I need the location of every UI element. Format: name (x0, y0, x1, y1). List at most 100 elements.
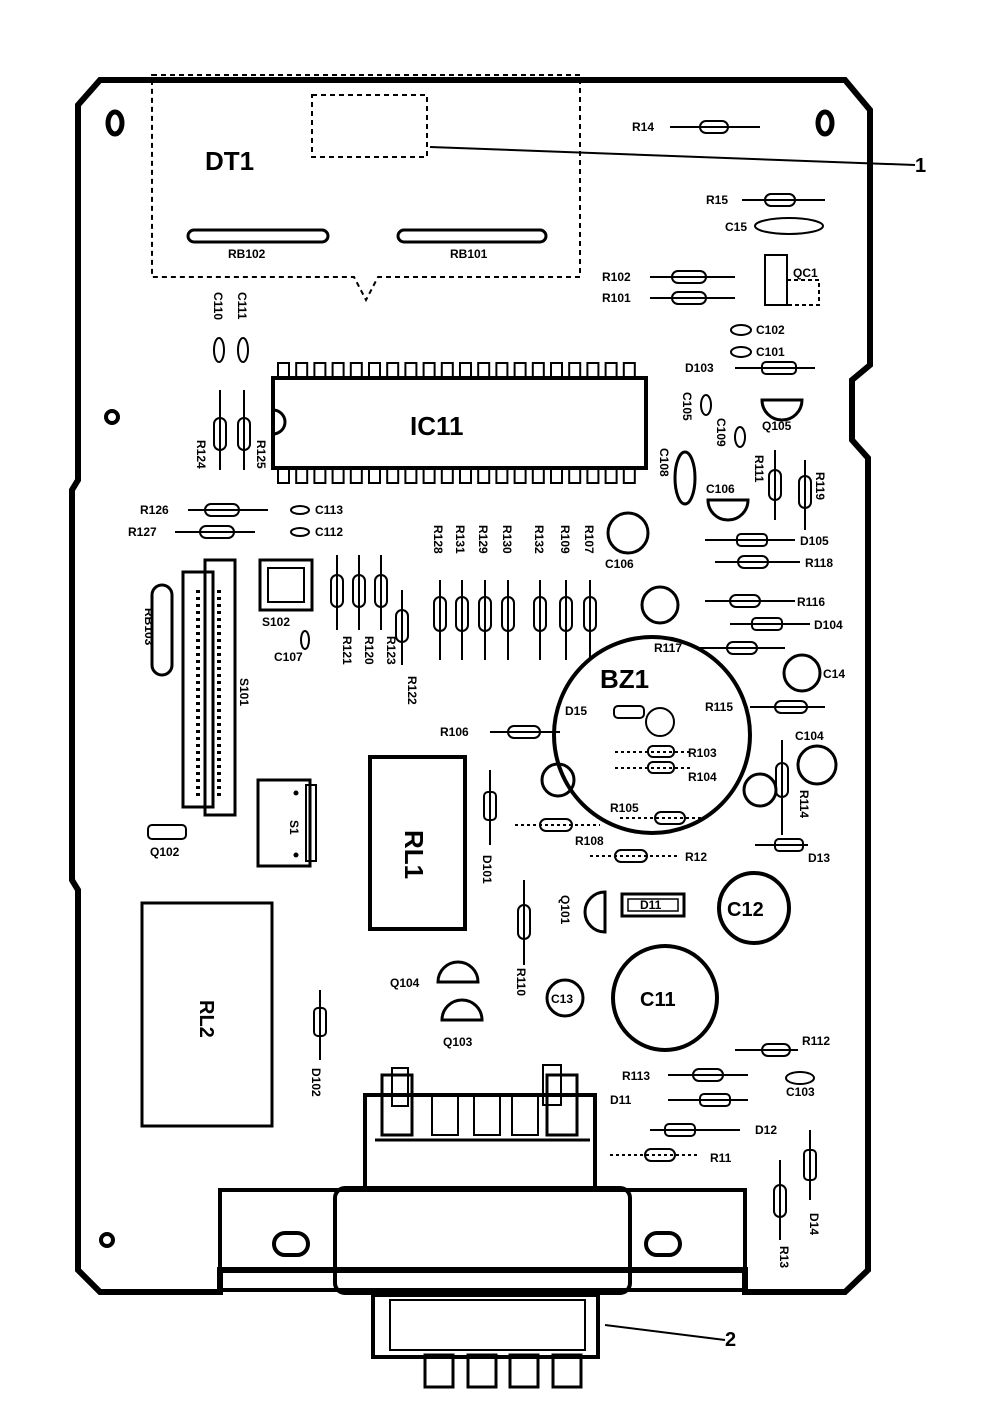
label-r113: R113 (622, 1069, 650, 1083)
label-r106: R106 (440, 725, 469, 739)
label-r128: R128 (431, 525, 445, 554)
resistor-body (374, 574, 388, 608)
resistor-body (478, 596, 492, 632)
label-r122: R122 (405, 676, 419, 705)
label-d104: D104 (814, 618, 843, 632)
label-c13: C13 (551, 992, 573, 1006)
resistor-body (501, 596, 515, 632)
ic-pin (495, 362, 509, 378)
label-d12: D12 (755, 1123, 777, 1137)
label-r111: R111 (752, 455, 766, 483)
ic-pin (531, 468, 545, 484)
label-d103: D103 (685, 361, 714, 375)
mount-hole (99, 1232, 115, 1248)
label-c15: C15 (725, 220, 747, 234)
dt1-outline (151, 74, 581, 303)
ic-pin (277, 468, 290, 484)
label-c101: C101 (756, 345, 785, 359)
ic-pin (313, 362, 327, 378)
transformer (218, 1064, 747, 1389)
label-d15: D15 (565, 704, 587, 718)
label-r118: R118 (805, 556, 833, 570)
resistor-body (433, 596, 447, 632)
label-c109: C109 (714, 418, 728, 447)
c15 (754, 217, 824, 235)
ic-pin (622, 362, 636, 378)
ic-pin (586, 468, 600, 484)
label-q102: Q102 (150, 845, 180, 859)
r15 (764, 193, 796, 207)
rb102 (186, 228, 330, 244)
label-c106: C106 (706, 482, 735, 496)
label-d105: D105 (800, 534, 829, 548)
label-d102: D102 (309, 1068, 323, 1097)
label-d14: D14 (807, 1213, 821, 1235)
ic-pin (422, 362, 436, 378)
label-c12: C12 (727, 899, 764, 921)
label-r123: R123 (384, 636, 398, 665)
label-r101: R101 (602, 291, 631, 305)
label-r126: R126 (140, 503, 169, 517)
resistor-body (455, 596, 469, 632)
label-r119: R119 (813, 472, 827, 500)
ic-pin (604, 362, 618, 378)
label-q104: Q104 (390, 976, 420, 990)
label-r121: R121 (340, 636, 354, 665)
label-d101: D101 (480, 855, 494, 884)
resistor-body (352, 574, 366, 608)
ic-pin (331, 362, 345, 378)
label-r124: R124 (194, 440, 208, 469)
label-c110: C110 (211, 292, 225, 320)
label-r108: R108 (575, 834, 604, 848)
dt1-inner-component (311, 94, 428, 158)
resistor-body (330, 574, 344, 608)
label-r129: R129 (476, 525, 490, 554)
label-bz1: BZ1 (600, 664, 649, 694)
label-r13: R13 (777, 1246, 791, 1268)
label-q103: Q103 (443, 1035, 473, 1049)
ic-pin (313, 468, 327, 484)
label-c104: C104 (795, 729, 824, 743)
ic-pin (477, 362, 491, 378)
label-c111: C111 (235, 292, 249, 320)
label-r130: R130 (500, 525, 514, 554)
label-c102: C102 (756, 323, 785, 337)
ic-pin (386, 362, 400, 378)
label-rb103: RB103 (142, 608, 156, 646)
label-q105: Q105 (762, 419, 792, 433)
label-r15: R15 (706, 193, 728, 207)
label-r109: R109 (558, 525, 572, 554)
ic-pin (550, 362, 563, 378)
label-s102: S102 (262, 615, 290, 629)
qc1 (764, 254, 788, 306)
ic-pin (440, 468, 454, 484)
mount-hole (815, 109, 835, 137)
rl1 (368, 755, 467, 931)
ic-pin (295, 468, 309, 484)
ic-pin (495, 468, 509, 484)
label-r12: R12 (685, 850, 707, 864)
label-d11b: D11 (610, 1093, 632, 1107)
ic-pin (459, 468, 472, 484)
ic-pin (568, 362, 582, 378)
label-qc1: QC1 (793, 266, 818, 280)
board-outline (69, 77, 873, 1295)
label-r125: R125 (254, 440, 268, 469)
ic-pin (295, 362, 309, 378)
ic11-pins (277, 362, 636, 484)
label-r117: R117 (654, 641, 682, 655)
label-r14: R14 (632, 120, 654, 134)
label-dt1: DT1 (205, 146, 254, 176)
rl2 (140, 901, 274, 1128)
ic-pin (349, 362, 363, 378)
r14 (699, 120, 729, 134)
label-r115: R115 (705, 700, 733, 714)
label-r107: R107 (582, 525, 596, 554)
label-r131: R131 (453, 525, 467, 554)
label-c14: C14 (823, 667, 845, 681)
ic-pin (513, 468, 527, 484)
callout-2-leader (604, 1324, 726, 1341)
label-c108: C108 (657, 448, 671, 477)
ic-pin (404, 468, 418, 484)
